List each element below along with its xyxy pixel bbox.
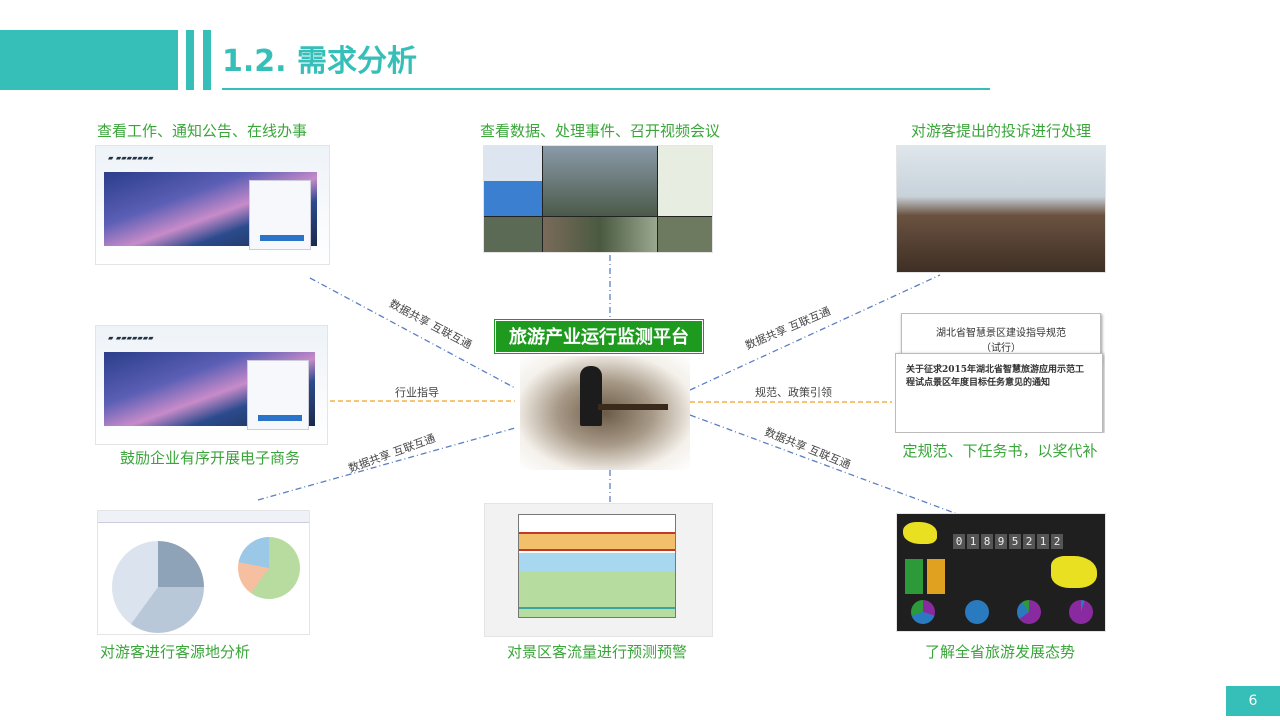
doc-notice: 关于征求2015年湖北省智慧旅游应用示范工程试点景区年度目标任务意见的通知 <box>895 353 1103 433</box>
header-bar-2 <box>203 30 211 90</box>
video-monitor-screenshot <box>483 145 713 253</box>
bar-chart <box>905 559 945 594</box>
page-title: 1.2. 需求分析 <box>222 44 417 79</box>
caption-bottom-center: 对景区客流量进行预测预警 <box>506 643 688 661</box>
origin-pie-large <box>112 541 204 633</box>
counter-digit: 2 <box>1051 534 1063 549</box>
caption-top-right: 对游客提出的投诉进行处理 <box>910 122 1092 140</box>
login-screenshot-top: ▰ ▰▰▰▰▰▰▰ <box>95 145 330 265</box>
meeting-room-photo <box>896 145 1106 273</box>
visitor-counter: 0 1 8 9 5 2 1 2 <box>953 534 1063 549</box>
counter-digit: 0 <box>953 534 965 549</box>
login-form <box>249 180 311 250</box>
header-bar-1 <box>186 30 194 90</box>
line-top-left <box>309 277 516 389</box>
china-map <box>903 522 937 544</box>
doc1-title: 湖北省智慧景区建设指导规范 <box>936 328 1066 339</box>
caption-mid-left: 鼓励企业有序开展电子商务 <box>119 449 301 467</box>
pie-4 <box>1069 600 1093 624</box>
caption-top-center: 查看数据、处理事件、召开视频会议 <box>479 122 721 140</box>
login-screenshot-mid: ▰ ▰▰▰▰▰▰▰ <box>95 325 328 445</box>
hubei-map <box>1051 556 1097 588</box>
industry-guide-label: 行业指导 <box>395 386 439 399</box>
line-bottom-right <box>689 414 961 516</box>
pie-2 <box>965 600 989 624</box>
pie-1 <box>911 600 935 624</box>
counter-digit: 2 <box>1023 534 1035 549</box>
platform-title: 旅游产业运行监测平台 <box>494 319 704 354</box>
pie-3 <box>1017 600 1041 624</box>
caption-bottom-left: 对游客进行客源地分析 <box>99 643 251 661</box>
flow-forecast-chart <box>484 503 713 637</box>
caption-bottom-right: 了解全省旅游发展态势 <box>924 643 1076 661</box>
tourism-dashboard: 0 1 8 9 5 2 1 2 <box>896 513 1106 632</box>
visitor-origin-screenshot <box>97 510 310 635</box>
login-header: ▰ ▰▰▰▰▰▰▰ <box>108 334 154 342</box>
page-number: 6 <box>1226 686 1280 716</box>
counter-digit: 8 <box>981 534 993 549</box>
counter-digit: 1 <box>967 534 979 549</box>
office-worker-photo <box>520 356 690 470</box>
policy-documents: 湖北省智慧景区建设指导规范 （试行） 关于征求2015年湖北省智慧旅游应用示范工… <box>895 313 1105 433</box>
login-form <box>247 360 309 430</box>
doc1-subtitle: （试行） <box>981 343 1021 354</box>
caption-mid-right: 定规范、下任务书，以奖代补 <box>902 442 1098 460</box>
caption-top-left: 查看工作、通知公告、在线办事 <box>96 122 308 140</box>
login-button <box>260 235 304 241</box>
counter-digit: 5 <box>1009 534 1021 549</box>
counter-digit: 1 <box>1037 534 1049 549</box>
header-block <box>0 30 178 90</box>
login-header: ▰ ▰▰▰▰▰▰▰ <box>108 154 154 162</box>
login-button <box>258 415 302 421</box>
counter-digit: 9 <box>995 534 1007 549</box>
origin-pie-small <box>238 537 300 599</box>
policy-guide-label: 规范、政策引领 <box>755 386 832 399</box>
title-underline <box>222 88 990 90</box>
line-bottom-left <box>257 427 516 501</box>
